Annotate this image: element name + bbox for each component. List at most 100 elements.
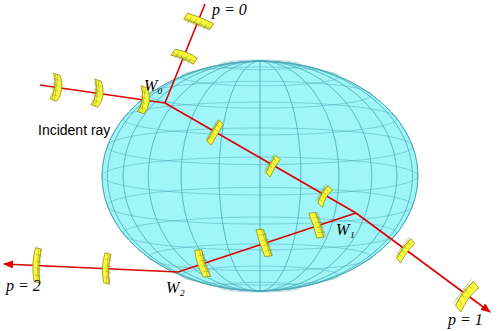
point-label: W₁ [336,222,355,238]
patch-face [454,280,479,312]
patch-grid [36,261,42,263]
patch-grid [266,156,276,173]
patch-grid [261,229,270,256]
parallel-line [102,157,418,195]
meridian-line [123,61,397,291]
patch-grid [200,260,207,262]
patch-face [184,13,214,30]
wavefront-patch [91,79,105,108]
rays [4,4,490,312]
patch-grid [264,229,273,256]
patch-grid [94,84,101,86]
meridian-line [107,61,412,291]
meridian-line [107,61,412,291]
patch-grid [395,237,409,256]
patch-grid [264,154,274,171]
parallel-line [107,187,412,224]
wavefront-patch [170,48,198,65]
order-label: p = 0 [212,2,247,18]
patch-grid [107,254,108,284]
patch-grid [456,298,461,304]
patch-face [317,185,333,208]
parallel-line [107,128,412,165]
patch-grid [185,18,211,28]
patch-grid [105,265,111,267]
order-label: p = 1 [448,312,483,328]
patch-face [396,238,415,263]
parallel-line [148,244,371,271]
meridian-line [260,61,261,291]
patch-grid [106,259,112,261]
wavefront-patch [102,252,112,284]
ray [4,264,178,272]
patch-grid [467,283,472,289]
patch-face [255,229,271,256]
patch-grid [140,86,144,112]
patch-grid [460,293,465,299]
wavefront-patch [50,73,64,102]
patch-face [265,155,280,177]
ray-label: Incident ray [38,122,110,138]
patch-grid [201,265,208,267]
meridian-line [181,61,339,291]
patch-grid [54,75,58,101]
ellipsoid-body [102,61,418,291]
wavefront-patch [309,212,327,238]
patch-face [91,79,105,108]
patch-grid [173,53,195,62]
patch-grid [203,270,210,272]
patch-face [207,120,224,145]
patch-grid [201,250,210,277]
patch-grid [105,277,111,279]
patch-face [50,73,64,102]
patch-grid [171,55,193,64]
wavefront-patch [193,250,212,278]
patch-grid [317,212,325,237]
patch-grid [93,94,100,96]
patch-grid [455,281,473,305]
patch-grid [96,81,100,107]
point-label: W₂ [166,280,185,296]
meridian-line [102,61,418,291]
patch-grid [93,80,97,106]
ellipsoid [102,60,418,292]
meridian-line [148,61,371,291]
wavefront-patch [183,13,214,32]
ray [165,103,356,213]
patch-grid [51,94,58,96]
wavefront-patch [315,184,332,208]
patch-grid [35,275,41,277]
patch-grid [109,254,110,284]
wavefront-patch [395,237,415,263]
patch-grid [315,213,323,238]
patch-grid [206,119,218,140]
patch-grid [52,83,59,85]
wavefront-patch [255,229,274,257]
patch-grid [317,185,327,202]
patch-grid [92,100,99,102]
patch-grid [36,255,42,257]
point-label: W₀ [144,78,163,94]
wavefronts [32,13,479,312]
patch-grid [105,271,111,273]
patch-grid [199,250,208,277]
patch-grid [316,184,326,201]
patch-grid [140,96,147,98]
patch-grid [463,288,468,294]
patch-face [171,48,198,64]
meridian-line [148,61,371,291]
patch-grid [139,101,146,103]
patch-grid [138,106,145,108]
wavefront-patch [205,119,223,145]
patch-face [193,250,210,278]
patch-grid [53,78,60,80]
meridian-line [219,61,301,291]
patch-grid [208,121,220,142]
patch-grid [93,89,100,91]
patch-grid [52,74,56,100]
order-label: p = 2 [6,278,41,294]
patch-face [309,212,325,238]
meridian-line [123,61,397,291]
